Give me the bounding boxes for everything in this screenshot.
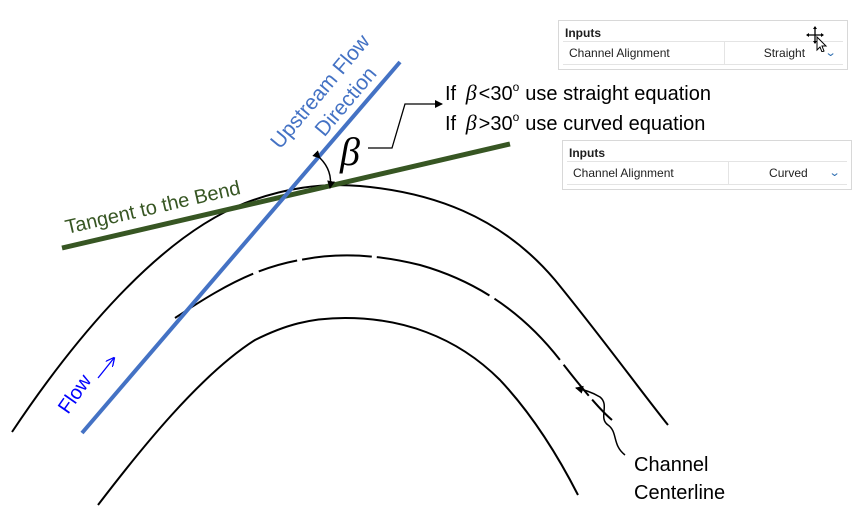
inputs-panel-title: Inputs (565, 26, 601, 40)
beta-symbol: β (339, 129, 360, 174)
centerline-callout-line (575, 385, 626, 456)
channel-alignment-row: Channel Alignment Straight ⌄ (563, 41, 843, 65)
channel-alignment-row: Channel Alignment Curved ⌄ (567, 161, 847, 185)
upstream-flow-label: Upstream Flow Direction (266, 30, 381, 154)
channel-alignment-label: Channel Alignment (563, 42, 725, 64)
flow-arrow-icon (97, 358, 114, 379)
inputs-panel-curved: Inputs Channel Alignment Curved ⌄ (562, 140, 852, 190)
channel-inner-bank (97, 316, 579, 506)
chevron-down-icon[interactable]: ⌄ (824, 47, 837, 59)
inputs-panel-title: Inputs (569, 146, 605, 160)
flow-label-group: Flow (54, 370, 97, 418)
channel-alignment-select[interactable]: Curved ⌄ (729, 162, 847, 184)
beta-callout-line (368, 100, 443, 149)
centerline-label-line1: Channel (634, 454, 709, 476)
chevron-down-icon[interactable]: ⌄ (828, 167, 841, 179)
channel-centerline (174, 254, 613, 421)
channel-alignment-select[interactable]: Straight ⌄ (725, 42, 843, 64)
move-cursor-icon (806, 26, 828, 52)
tangent-label: Tangent to the Bend (63, 177, 242, 239)
beta-angle-arc (312, 150, 336, 189)
flow-label: Flow (54, 370, 97, 418)
channel-alignment-label: Channel Alignment (567, 162, 729, 184)
channel-alignment-value: Curved (769, 166, 808, 180)
upstream-flow-line (80, 60, 402, 435)
centerline-label-line2: Centerline (634, 482, 725, 504)
channel-outer-bank (11, 184, 669, 433)
inputs-panel-straight: Inputs Channel Alignment Straight ⌄ (558, 20, 848, 70)
channel-alignment-value: Straight (763, 46, 806, 60)
